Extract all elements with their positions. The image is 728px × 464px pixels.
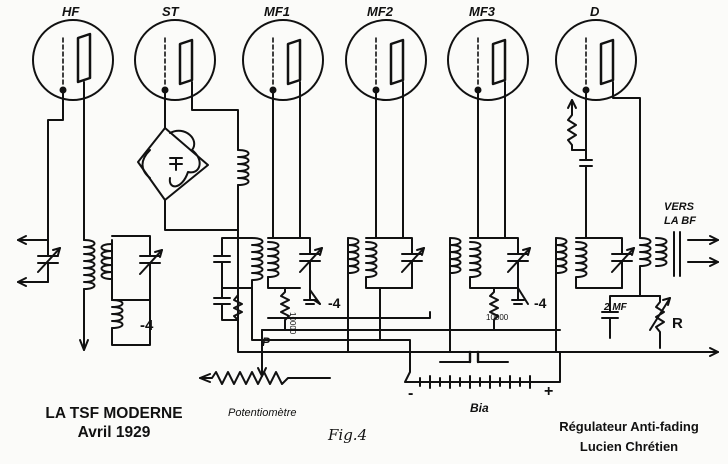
diagram-author: Lucien Chrétien <box>579 439 679 454</box>
hf-stage <box>17 81 163 351</box>
label-battery-minus: - <box>408 385 413 402</box>
st-stage <box>137 81 250 231</box>
supply-buses <box>199 229 719 389</box>
tube-label-mf2: MF2 <box>367 4 394 19</box>
label-battery: Bia <box>470 401 489 415</box>
label-potentiometer: Potentiomètre <box>228 407 296 419</box>
tube-hf <box>32 19 114 101</box>
label-vers: VERS <box>664 201 695 213</box>
tube-label-d: D <box>590 4 600 19</box>
title-caption: Régulateur Anti-fading Lucien Chrétien <box>536 417 722 457</box>
figure-number: Fig.4 <box>328 426 368 444</box>
label-minus4-mf3: -4 <box>534 295 547 311</box>
label-battery-plus: + <box>544 383 553 400</box>
tube-label-hf: HF <box>62 4 80 19</box>
tube-mf1 <box>242 19 324 101</box>
label-p: P <box>262 335 271 349</box>
label-la-bf: LA BF <box>664 215 696 227</box>
tube-label-mf1: MF1 <box>264 4 290 19</box>
tube-label-st: ST <box>162 4 180 19</box>
label-resistor-mf3: 10000 <box>486 313 509 322</box>
label-minus4-hf: -4 <box>140 317 154 334</box>
publication-name: LA TSF MODERNE <box>45 405 183 422</box>
mf1-stage <box>213 81 323 331</box>
publication-caption: LA TSF MODERNE Avril 1929 <box>22 404 206 442</box>
tube-mf3 <box>447 19 529 101</box>
component-labels: -4 -4 -4 10000 10000 P Potentiomètre Bia… <box>140 201 696 419</box>
label-minus4-mf1: -4 <box>328 295 341 311</box>
tube-st <box>134 19 216 101</box>
label-r: R <box>672 315 683 332</box>
diagram-title: Régulateur Anti-fading <box>559 419 699 434</box>
mf2-stage <box>347 81 425 341</box>
mf3-stage <box>449 81 531 331</box>
tube-d <box>555 19 637 101</box>
label-resistor-mf1: 10000 <box>288 312 297 335</box>
d-stage <box>555 81 719 349</box>
label-2mf: 2 MF <box>603 302 628 313</box>
tube-label-mf3: MF3 <box>469 4 496 19</box>
tube-mf2 <box>345 19 427 101</box>
publication-date: Avril 1929 <box>77 424 151 441</box>
